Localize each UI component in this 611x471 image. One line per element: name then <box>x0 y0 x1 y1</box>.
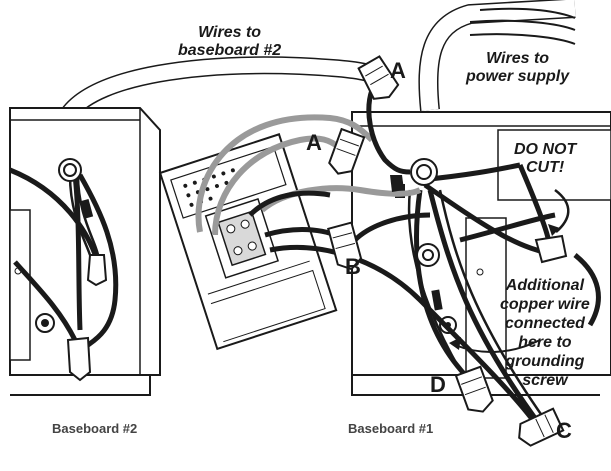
wire-nut-do-not-cut <box>534 234 568 264</box>
label-line: screw <box>522 372 568 389</box>
wire-nut-d <box>454 365 494 413</box>
label-wires-to-baseboard-2: Wires to baseboard #2 <box>178 24 281 60</box>
label-line: Wires to <box>198 24 262 41</box>
wire-nut-c <box>518 407 565 447</box>
label-connector-b: B <box>345 254 361 279</box>
label-connector-d: D <box>430 372 446 397</box>
label-line: copper wire <box>500 296 590 313</box>
wire-nut-a-top <box>357 55 400 100</box>
do-not-cut-arrow <box>554 189 570 233</box>
wire-nut-a-mid <box>328 127 366 175</box>
label-connector-c: C <box>556 418 572 443</box>
label-connector-a-mid: A <box>306 130 322 155</box>
label-line: CUT! <box>526 159 565 176</box>
label-line: baseboard #2 <box>178 42 282 59</box>
label-do-not-cut: DO NOT CUT! <box>514 141 576 177</box>
grounding-arrow <box>454 339 541 353</box>
label-line: Wires to <box>486 50 550 67</box>
label-baseboard-1: Baseboard #1 <box>348 421 434 436</box>
label-wires-to-power-supply: Wires to power supply <box>466 50 569 86</box>
label-line: DO NOT <box>514 141 577 158</box>
label-connector-a-top: A <box>390 58 406 83</box>
label-line: grounding <box>505 353 585 370</box>
label-additional-copper-wire: Additional copper wire connected here to… <box>500 276 590 390</box>
label-line: power supply <box>466 68 570 85</box>
label-baseboard-2: Baseboard #2 <box>52 421 138 436</box>
label-line: Additional <box>505 277 585 294</box>
label-line: here to <box>518 334 572 351</box>
wire-nut-b <box>327 221 363 271</box>
label-line: connected <box>504 315 585 332</box>
